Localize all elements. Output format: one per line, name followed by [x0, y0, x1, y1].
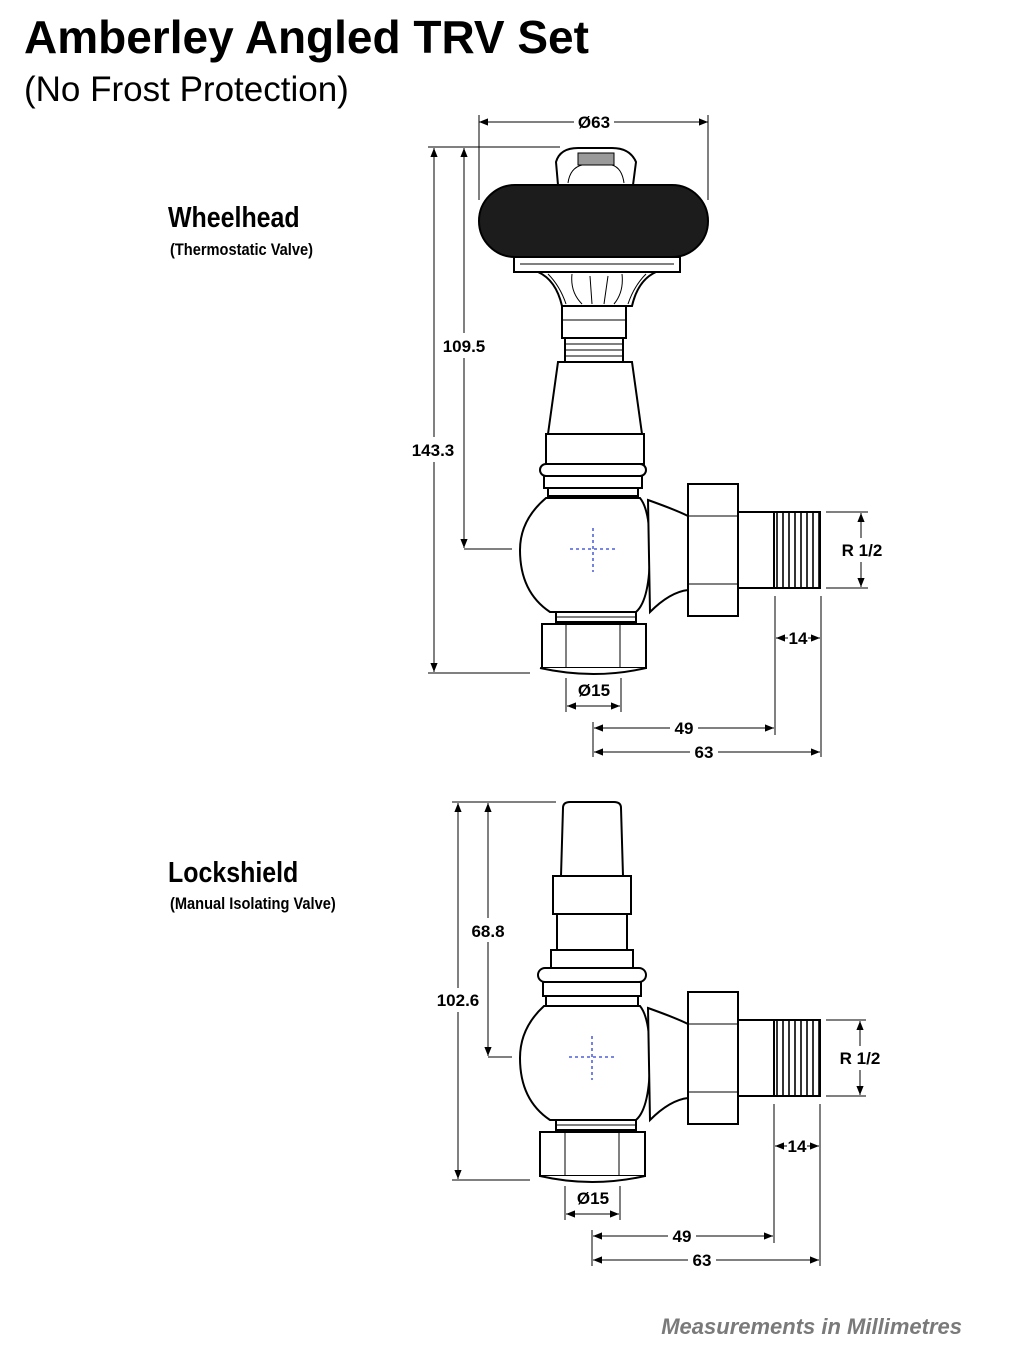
dim-lockshield-total-height: 102.6	[437, 991, 480, 1010]
dim-lockshield-inlet-diameter: Ø15	[577, 1189, 609, 1208]
dim-center-to-end: 63	[695, 743, 714, 762]
dim-lockshield-upper-height: 68.8	[471, 922, 504, 941]
page-title: Amberley Angled TRV Set	[24, 11, 589, 63]
lockshield-description: (Manual Isolating Valve)	[170, 894, 336, 913]
dim-tail-length: 14	[789, 629, 808, 648]
dim-lockshield-center-to-tail: 49	[673, 1227, 692, 1246]
dim-lockshield-thread: R 1/2	[840, 1049, 881, 1068]
measurement-note: Measurements in Millimetres	[661, 1314, 962, 1339]
wheel-handle	[478, 184, 709, 258]
lockshield-valve-drawing: 102.6 68.8 R 1/2 14 Ø15 49 63	[437, 801, 881, 1270]
dim-thread: R 1/2	[842, 541, 883, 560]
dim-inlet-diameter: Ø15	[578, 681, 610, 700]
wheelhead-description: (Thermostatic Valve)	[170, 240, 314, 259]
dim-lockshield-tail-length: 14	[788, 1137, 807, 1156]
page-subtitle: (No Frost Protection)	[24, 70, 349, 109]
dim-upper-height: 109.5	[443, 337, 486, 356]
wheelhead-valve-drawing: Ø63 143.3 109.5 R 1/2 14 Ø15 49	[412, 113, 883, 762]
wheelhead-title: Wheelhead	[168, 202, 300, 234]
dim-head-diameter: Ø63	[578, 113, 610, 132]
dim-lockshield-center-to-end: 63	[693, 1251, 712, 1270]
dim-center-to-tail: 49	[675, 719, 694, 738]
dim-total-height: 143.3	[412, 441, 455, 460]
lockshield-title: Lockshield	[168, 857, 299, 889]
